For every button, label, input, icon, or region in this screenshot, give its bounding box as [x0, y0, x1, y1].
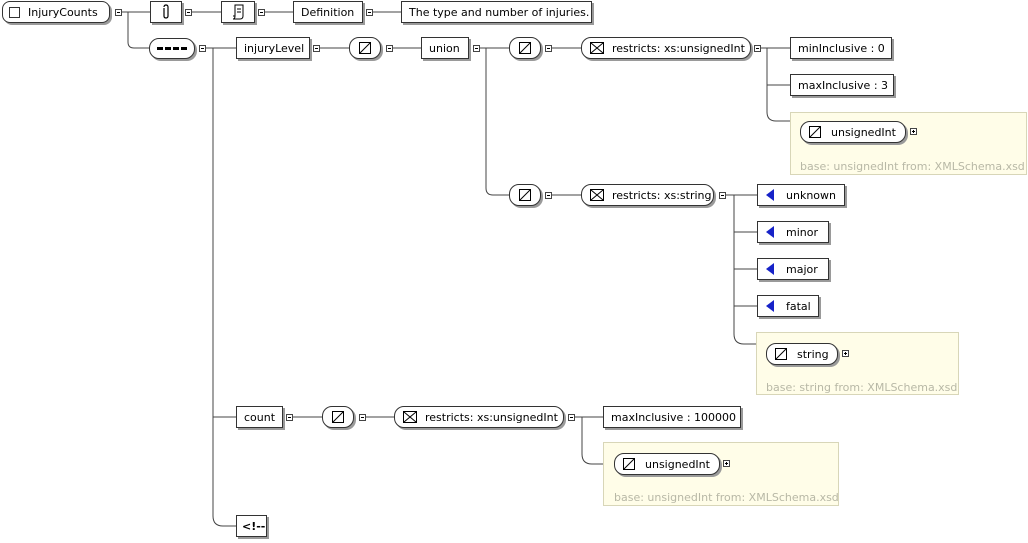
simple-type-icon	[359, 42, 371, 54]
collapse-toggle-count-type[interactable]	[359, 414, 366, 421]
definition-text-node: The type and number of injuries.	[401, 1, 592, 23]
simple-type-icon	[623, 458, 635, 470]
sequence-icon	[157, 47, 187, 50]
collapse-toggle-documentation[interactable]	[258, 9, 265, 16]
collapse-toggle-simpletype[interactable]	[386, 45, 393, 52]
restriction-unsignedint[interactable]: restricts: xs:unsignedInt	[581, 37, 751, 59]
collapse-toggle-union[interactable]	[473, 45, 480, 52]
scroll-doc-icon	[232, 4, 244, 20]
restriction-string[interactable]: restricts: xs:string	[581, 184, 714, 206]
root-element-label: InjuryCounts	[28, 5, 98, 19]
collapse-toggle-count-restriction[interactable]	[568, 414, 575, 421]
base-type-unsignedint[interactable]: unsignedInt	[800, 121, 906, 143]
base-note-uint: base: unsignedInt from: XMLSchema.xsd	[800, 160, 1025, 173]
restriction-string-label: restricts: xs:string	[612, 188, 712, 202]
simpletype-count[interactable]	[322, 406, 354, 428]
restriction-icon	[590, 42, 604, 54]
facet-count-max-label: maxInclusive : 100000	[611, 410, 737, 424]
simple-type-icon	[519, 42, 531, 54]
element-injurylevel[interactable]: injuryLevel	[236, 37, 310, 59]
enumeration-label: major	[786, 262, 818, 276]
base-type-unsignedint-label: unsignedInt	[831, 125, 896, 139]
base-type-panel-count	[603, 442, 839, 506]
expand-toggle-base-count[interactable]	[723, 460, 730, 467]
restriction-icon	[590, 189, 604, 201]
sequence-compositor[interactable]	[149, 38, 195, 59]
collapse-toggle-member-string[interactable]	[545, 192, 552, 199]
restriction-icon	[403, 411, 417, 423]
enumeration-label: unknown	[786, 188, 836, 202]
simple-type-icon	[775, 348, 787, 360]
restriction-count-unsignedint[interactable]: restricts: xs:unsignedInt	[394, 406, 564, 428]
facet-max-inclusive[interactable]: maxInclusive : 3	[790, 74, 894, 96]
collapse-toggle-root[interactable]	[115, 9, 122, 16]
union-member-type-uint[interactable]	[509, 37, 541, 59]
base-note-string: base: string from: XMLSchema.xsd	[766, 381, 958, 394]
root-element-injurycounts[interactable]: InjuryCounts	[2, 1, 110, 23]
paperclip-icon	[163, 4, 169, 19]
element-count-label: count	[244, 410, 276, 424]
enumeration-label: fatal	[786, 299, 811, 313]
union-member-type-string[interactable]	[509, 184, 541, 206]
collapse-toggle-count[interactable]	[286, 414, 293, 421]
annotation-node[interactable]	[150, 1, 182, 23]
collapse-toggle-member-uint[interactable]	[545, 45, 552, 52]
facet-min-inclusive[interactable]: minInclusive : 0	[790, 37, 892, 59]
enumeration-icon	[766, 300, 774, 312]
enumeration-unknown[interactable]: unknown	[757, 184, 845, 206]
element-injurylevel-label: injuryLevel	[244, 41, 305, 55]
base-type-count-label: unsignedInt	[645, 457, 710, 471]
enumeration-icon	[766, 226, 774, 238]
enumeration-fatal[interactable]: fatal	[757, 295, 819, 317]
comment-label: <!--	[242, 519, 266, 533]
base-type-string[interactable]: string	[766, 343, 838, 365]
collapse-toggle-sequence[interactable]	[199, 45, 206, 52]
collapse-toggle-annotation[interactable]	[185, 9, 192, 16]
facet-count-max-inclusive[interactable]: maxInclusive : 100000	[603, 406, 741, 428]
base-type-count-unsignedint[interactable]: unsignedInt	[614, 453, 720, 475]
simple-type-icon	[519, 189, 531, 201]
collapse-toggle-injurylevel[interactable]	[313, 45, 320, 52]
element-count[interactable]: count	[236, 406, 283, 428]
collapse-toggle-restriction-string[interactable]	[719, 192, 726, 199]
base-type-string-label: string	[797, 347, 829, 361]
collapse-toggle-restriction-uint[interactable]	[754, 45, 761, 52]
union-node[interactable]: union	[421, 37, 469, 59]
collapse-toggle-definition[interactable]	[366, 9, 373, 16]
definition-node[interactable]: Definition	[293, 1, 363, 23]
enumeration-icon	[766, 263, 774, 275]
expand-toggle-base-uint[interactable]	[910, 128, 917, 135]
facet-max-inclusive-label: maxInclusive : 3	[798, 78, 889, 92]
simple-type-icon	[809, 126, 821, 138]
enumeration-label: minor	[786, 225, 818, 239]
enumeration-icon	[766, 189, 774, 201]
simpletype-injurylevel[interactable]	[349, 37, 381, 59]
expand-toggle-base-string[interactable]	[842, 350, 849, 357]
restriction-count-label: restricts: xs:unsignedInt	[425, 410, 558, 424]
documentation-node[interactable]	[221, 1, 255, 23]
enumeration-major[interactable]: major	[757, 258, 829, 280]
restriction-unsignedint-label: restricts: xs:unsignedInt	[612, 41, 745, 55]
base-note-count: base: unsignedInt from: XMLSchema.xsd	[614, 491, 839, 504]
union-label: union	[429, 41, 460, 55]
element-checkbox-icon	[9, 6, 20, 18]
enumeration-minor[interactable]: minor	[757, 221, 829, 243]
facet-min-inclusive-label: minInclusive : 0	[798, 41, 885, 55]
simple-type-icon	[332, 411, 344, 423]
definition-text: The type and number of injuries.	[409, 5, 590, 19]
definition-label: Definition	[301, 5, 355, 19]
comment-node[interactable]: <!--	[236, 515, 267, 537]
